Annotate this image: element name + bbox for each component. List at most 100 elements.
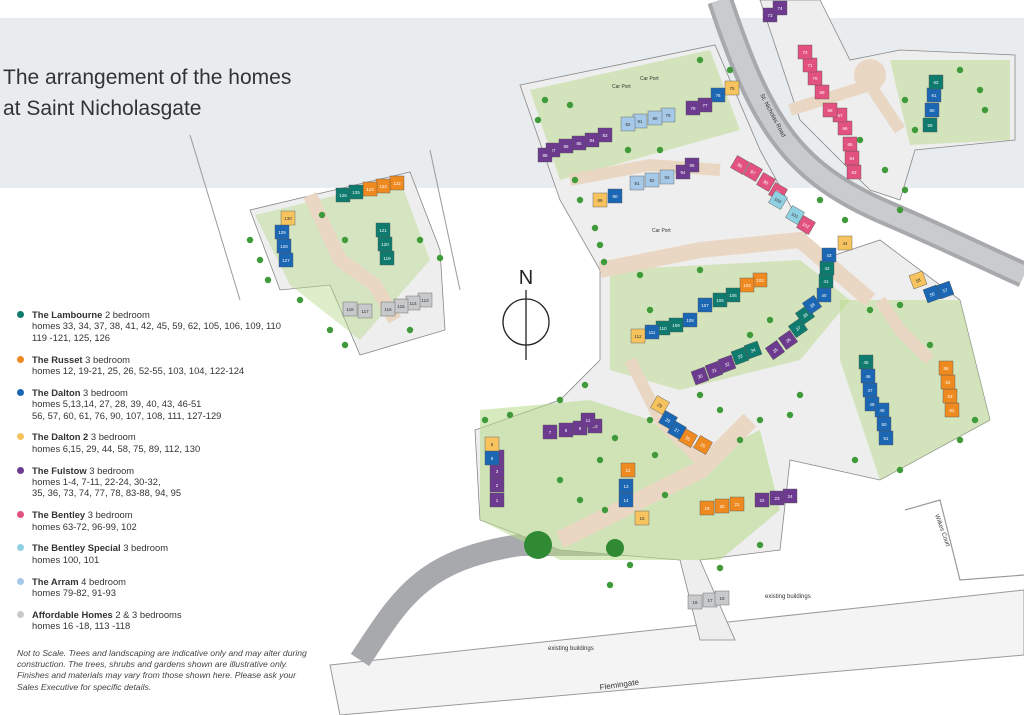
tree-icon [636,271,644,279]
plot-house-footprint [693,435,713,455]
plot-71: 71 [802,57,818,73]
plot-125: 125 [348,184,364,200]
plot-house-footprint [782,488,798,504]
plot-house-footprint [629,175,645,191]
tree-icon [956,66,964,74]
plot-11: 11 [580,412,596,428]
title-line-2: at Saint Nicholasgate [3,97,202,120]
tree-icon [481,416,489,424]
plot-house-footprint [837,235,853,251]
plot-number: 32 [724,361,731,368]
plot-house-footprint [922,117,938,133]
roundabout [854,59,886,91]
plot-number: 31 [711,367,718,374]
plot-number: 69 [819,90,825,95]
plot-number: 25 [699,442,706,449]
legend-swatch [17,544,24,552]
plot-number: 130 [284,216,292,221]
legend-swatch [17,355,24,363]
plot-57: 57 [935,280,955,300]
legend-swatch [17,577,24,585]
tree-icon [746,331,754,339]
plot-house-footprint [714,590,730,606]
plot-number: 89 [597,198,603,203]
legend-swatch [17,511,24,519]
plot-13: 13 [618,478,634,494]
plot-number: 70 [812,76,818,81]
legend-house-name: The Dalton [32,386,81,398]
plot-111: 111 [644,324,660,340]
plot-house-footprint [342,301,358,317]
tree-icon [866,306,874,314]
plot-32: 32 [717,354,737,374]
plot-number: 88 [542,153,548,158]
plot-number: 60 [929,108,935,113]
plot-64: 64 [844,150,860,166]
plot-97: 97 [743,162,763,182]
plot-104: 104 [739,277,755,293]
plot-house-footprint [542,424,558,440]
plot-number: 71 [807,63,813,68]
title-line-1: The arrangement of the homes [3,66,292,89]
plot-number: 39 [809,302,816,309]
plot-number: 11 [586,418,591,423]
plot-54: 54 [940,374,956,390]
tree-icon [856,136,864,144]
tree-icon [256,256,264,264]
plot-house-footprint [822,102,838,118]
plot-68: 68 [822,102,838,118]
plot-number: 79 [665,113,671,118]
plot-103: 103 [752,272,768,288]
plot-number: 77 [702,103,708,108]
plot-40: 40 [816,287,832,303]
plot-number: 43 [826,253,832,258]
plot-house-footprint [380,301,396,317]
plot-number: 61 [931,93,937,98]
plot-number: 101 [790,211,799,219]
plot-house-footprint [924,102,940,118]
plot-house-footprint [687,594,703,610]
plot-123: 123 [375,178,391,194]
plot-number: 10 [592,424,598,429]
plot-86: 86 [558,138,574,154]
plot-number: 33 [737,353,744,360]
plot-number: 83 [602,133,608,138]
plot-number: 47 [867,388,873,393]
tree-icon [696,266,704,274]
plot-52: 52 [944,402,960,418]
plot-number: 96 [736,162,743,169]
plot-65: 65 [842,136,858,152]
plot-number: 1 [496,498,499,503]
plot-number: 119 [383,256,391,261]
plot-53: 53 [942,388,958,404]
tree-icon [696,391,704,399]
legend-homes: homes 63-72, 96-99, 102 [32,520,137,532]
legend-swatch [17,311,24,318]
legend-bedrooms: 2 & 3 bedrooms [115,608,182,620]
legend-bedrooms: 3 bedroom [89,464,135,476]
plot-house-footprint [712,292,728,308]
legend-house-name: The Arram [32,575,79,587]
tree-icon [911,126,919,134]
plot-number: 40 [821,293,827,298]
plot-house-footprint [730,346,750,366]
plot-house-footprint [580,412,596,428]
plot-house-footprint [685,100,701,116]
plot-house-footprint [630,328,646,344]
legend-bedrooms: 3 bedroom [83,386,128,398]
tree-icon [624,146,632,154]
plot-58: 58 [908,270,928,290]
plot-number: 62 [933,80,939,85]
plot-126: 126 [335,187,351,203]
plot-number: 92 [649,178,655,183]
plot-number: 103 [756,278,764,283]
plot-number: 34 [750,347,757,354]
plot-5: 5 [484,450,500,466]
plot-house-footprint [537,147,553,163]
tree-icon [541,96,549,104]
plot-number: 108 [686,318,694,323]
legend-house-name: The Lambourne [32,309,103,320]
roads [189,0,1024,715]
